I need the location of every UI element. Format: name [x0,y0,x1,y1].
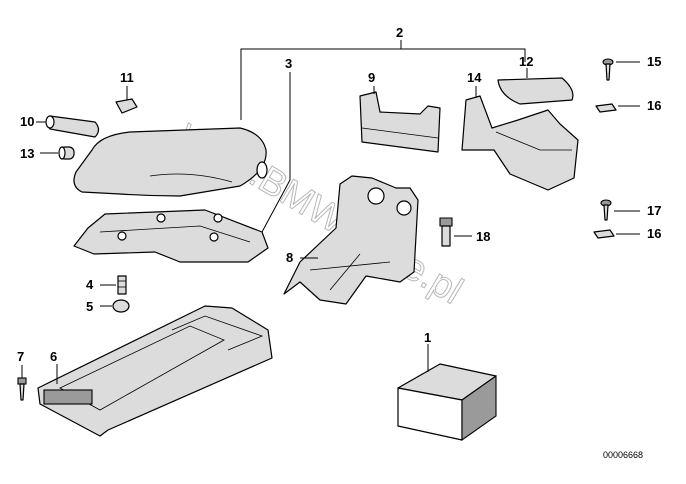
callout-14: 14 [467,70,482,85]
part-16-clip-nut-upper [595,103,640,113]
document-number: 00006668 [603,450,643,460]
part-8-hinge-bracket [283,175,419,305]
callout-4: 4 [86,277,94,292]
callout-2: 2 [396,25,403,40]
part-10-handle [36,115,100,138]
callout-12: 12 [519,54,533,69]
callout-1: 1 [424,330,431,345]
callout-11: 11 [120,70,134,85]
callout-16-lower: 16 [647,226,661,241]
callout-13: 13 [20,146,34,161]
callout-3: 3 [285,56,292,71]
callout-10: 10 [20,114,34,129]
callout-18: 18 [476,229,490,244]
callout-5: 5 [86,299,93,314]
part-17-screw [600,199,640,221]
callout-15: 15 [647,54,661,69]
callout-7: 7 [17,349,24,364]
part-11-clip [115,86,138,114]
part-15-screw [602,58,640,81]
part-5-nut [100,299,130,313]
callout-8: 8 [286,250,293,265]
part-4-screw [100,275,127,295]
part-18-bolt [439,217,472,247]
part-12-cap [497,68,574,105]
callout-16-upper: 16 [647,98,661,113]
callout-6: 6 [50,349,57,364]
part-16-clip-nut-lower [593,229,640,239]
leader-lines [240,40,526,233]
part-6-console-tray [37,305,273,437]
part-14-hinge [461,86,579,191]
part-1-kit-box [397,344,497,442]
part-13-cap [40,146,75,160]
callout-17: 17 [647,203,661,218]
callout-labels: 1 2 3 4 5 6 7 8 9 10 11 12 13 14 15 16 1… [17,25,661,364]
part-7-screw [17,365,27,401]
armrest-base [73,209,269,263]
callout-9: 9 [368,70,375,85]
armrest-cushion [73,127,268,197]
part-9-bracket [359,86,441,153]
